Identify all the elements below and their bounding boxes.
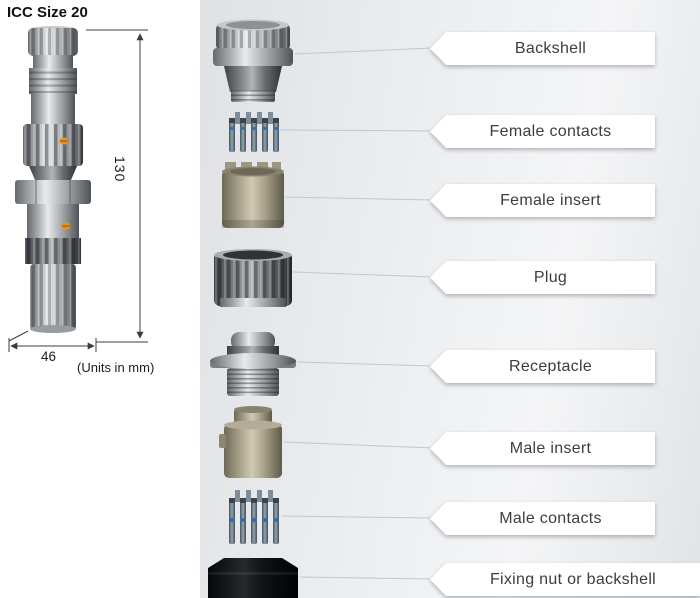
part-male-contacts bbox=[229, 490, 279, 544]
exploded-view bbox=[208, 19, 433, 598]
part-label-male-contacts: Male contacts bbox=[430, 502, 655, 535]
callout-female-insert: Female insert bbox=[430, 184, 655, 217]
part-female-contacts bbox=[229, 112, 279, 152]
page-title: ICC Size 20 bbox=[7, 4, 88, 21]
part-label-backshell: Backshell bbox=[430, 32, 655, 65]
part-label-male-insert: Male insert bbox=[430, 432, 655, 465]
part-male-insert bbox=[219, 406, 282, 478]
orange-indicator-dot-top bbox=[59, 137, 69, 145]
callout-receptacle: Receptacle bbox=[430, 350, 655, 383]
callout-fixing-nut: Fixing nut or backshell bbox=[430, 563, 700, 596]
callout-female-contacts: Female contacts bbox=[430, 115, 655, 148]
part-label-fixing-nut: Fixing nut or backshell bbox=[430, 563, 700, 596]
orange-indicator-dot-bottom bbox=[61, 222, 71, 230]
units-note: (Units in mm) bbox=[77, 360, 155, 375]
assembled-connector-figure bbox=[8, 26, 148, 352]
part-plug bbox=[214, 249, 292, 307]
part-label-female-insert: Female insert bbox=[430, 184, 655, 217]
dimension-width-label: 46 bbox=[41, 349, 57, 364]
part-female-insert bbox=[222, 162, 284, 228]
dimension-lines bbox=[8, 29, 148, 352]
callout-male-contacts: Male contacts bbox=[430, 502, 655, 535]
callout-plug: Plug bbox=[430, 261, 655, 294]
part-label-receptacle: Receptacle bbox=[430, 350, 655, 383]
part-label-female-contacts: Female contacts bbox=[430, 115, 655, 148]
callout-backshell: Backshell bbox=[430, 32, 655, 65]
part-label-plug: Plug bbox=[430, 261, 655, 294]
assembled-connector bbox=[15, 26, 91, 333]
dimension-height-label: 130 bbox=[112, 156, 128, 183]
part-backshell bbox=[213, 19, 293, 102]
callout-male-insert: Male insert bbox=[430, 432, 655, 465]
part-fixing-nut bbox=[208, 558, 298, 598]
part-receptacle bbox=[210, 332, 296, 396]
leader-lines bbox=[279, 47, 433, 580]
